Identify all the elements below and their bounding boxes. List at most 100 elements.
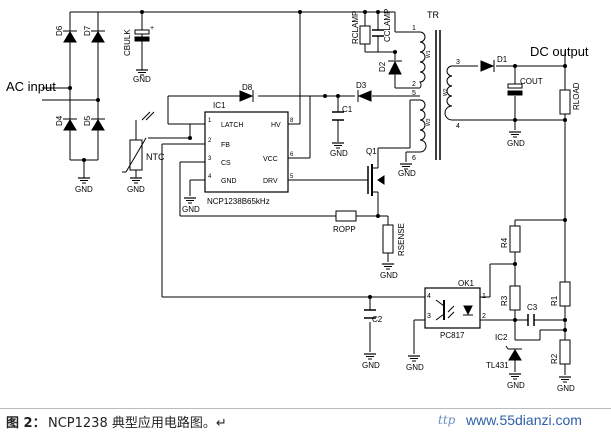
mosfet-q1 <box>367 164 385 196</box>
watermark-url: www.55dianzi.com <box>466 412 582 428</box>
capacitor-cout <box>507 83 523 96</box>
r3-label: R3 <box>500 295 509 306</box>
gnd-label-cout: GND <box>507 139 525 148</box>
pc817-label: PC817 <box>440 331 465 340</box>
diode-d1 <box>480 60 495 72</box>
ok-pin-4: 4 <box>427 293 431 300</box>
tr-pin-1: 1 <box>412 25 416 32</box>
resistor-r3 <box>509 285 521 311</box>
tr-pin-6: 6 <box>412 155 416 162</box>
ntc-label: NTC <box>146 152 165 162</box>
caption-bar: 图 2： NCP1238 典型应用电路图。↵ ttp www.55dianzi.… <box>0 408 611 432</box>
tr-pin-4: 4 <box>456 123 460 130</box>
winding-w1-label: W1 <box>426 50 432 58</box>
wires <box>42 11 566 375</box>
dc-output-label: DC output <box>530 44 589 59</box>
tr-pin-2: 2 <box>412 81 416 88</box>
resistor-rclamp <box>359 25 371 45</box>
tr-pin-3: 3 <box>456 59 460 66</box>
resistor-r2 <box>559 339 571 365</box>
diode-d4 <box>63 118 77 131</box>
d2-label: D2 <box>378 61 387 72</box>
ic2-label: IC2 <box>495 333 508 342</box>
pin-5-num: 5 <box>290 174 294 180</box>
c3-label: C3 <box>527 303 538 312</box>
watermark-prefix: ttp <box>438 413 456 427</box>
pin-1-num: 1 <box>208 118 212 124</box>
ic-part-label: NCP1238B65kHz <box>207 197 270 206</box>
r2-label: R2 <box>550 353 559 364</box>
diode-d6 <box>63 30 77 43</box>
pin-3-num: 3 <box>208 156 212 162</box>
d5-label: D5 <box>83 115 92 126</box>
diode-d8 <box>239 90 254 102</box>
pin-vcc-label: VCC <box>263 156 278 163</box>
resistor-ropp <box>335 210 357 222</box>
diode-d5 <box>91 118 105 131</box>
pin-6-num: 6 <box>290 152 294 158</box>
ground-symbols <box>77 66 572 383</box>
resistor-rsense <box>382 224 394 254</box>
d4-label: D4 <box>55 115 64 126</box>
c2-label: C2 <box>372 315 383 324</box>
rclamp-label: RCLAMP <box>351 11 360 44</box>
resistor-r4 <box>509 225 521 253</box>
tl431-label: TL431 <box>486 361 509 370</box>
ic1-body <box>204 111 289 193</box>
rload-label: RLOAD <box>572 82 581 110</box>
cbulk-label: CBULK <box>123 29 132 56</box>
pin-gnd-label: GND <box>221 178 237 185</box>
diode-d2 <box>388 60 402 75</box>
ok-pin-3: 3 <box>427 313 431 320</box>
schematic-diagram: + <box>6 9 589 393</box>
pin-hv-label: HV <box>271 122 281 129</box>
svg-text:+: + <box>150 25 154 32</box>
c1-label: C1 <box>342 105 353 114</box>
ic1-label: IC1 <box>213 101 226 110</box>
pin-drv-label: DRV <box>263 178 278 185</box>
resistor-rload <box>559 89 571 115</box>
tr-label: TR <box>427 10 439 20</box>
gnd-label-ok: GND <box>406 363 424 372</box>
r1-label: R1 <box>550 295 559 306</box>
junction-dots <box>68 10 567 332</box>
thermistor-ntc <box>122 111 155 173</box>
figure-caption-text: NCP1238 典型应用电路图。↵ <box>48 416 227 431</box>
ac-input-label: AC input <box>6 79 56 94</box>
pin-cs-label: CS <box>221 160 231 167</box>
gnd-label-c1: GND <box>330 149 348 158</box>
diode-d7 <box>91 30 105 43</box>
r4-label: R4 <box>500 237 509 248</box>
gnd-label-aux: GND <box>398 169 416 178</box>
d7-label: D7 <box>83 25 92 36</box>
d3-label: D3 <box>356 81 367 90</box>
resistor-r1 <box>559 281 571 307</box>
ok1-label: OK1 <box>458 279 475 288</box>
pin-4-num: 4 <box>208 174 212 180</box>
rsense-label: RSENSE <box>397 223 406 256</box>
gnd-label-ic: GND <box>182 205 200 214</box>
gnd-label-cbulk: GND <box>133 75 151 84</box>
ok-pin-1: 1 <box>482 293 486 300</box>
gnd-label-tl431: GND <box>507 381 525 390</box>
capacitor-c1 <box>332 111 344 121</box>
cclamp-label: CCLAMP <box>383 9 392 42</box>
gnd-label-bridge: GND <box>75 185 93 194</box>
shunt-regulator-ic2 <box>505 345 522 361</box>
ropp-label: ROPP <box>333 225 356 234</box>
pin-8-num: 8 <box>290 118 294 124</box>
diode-d3 <box>357 90 372 102</box>
pin-latch-label: LATCH <box>221 122 243 129</box>
gnd-label-ntc: GND <box>127 185 145 194</box>
q1-label: Q1 <box>366 147 377 156</box>
pin-2-num: 2 <box>208 138 212 144</box>
d8-label: D8 <box>242 83 253 92</box>
optocoupler-ok1 <box>424 287 481 329</box>
transformer-tr <box>419 30 453 160</box>
ok-pin-2: 2 <box>482 313 486 320</box>
gnd-label-rsense: GND <box>380 271 398 280</box>
gnd-label-c2: GND <box>362 361 380 370</box>
capacitor-c3 <box>527 314 535 326</box>
tr-pin-5: 5 <box>412 90 416 97</box>
winding-w3-label: W3 <box>426 118 432 126</box>
